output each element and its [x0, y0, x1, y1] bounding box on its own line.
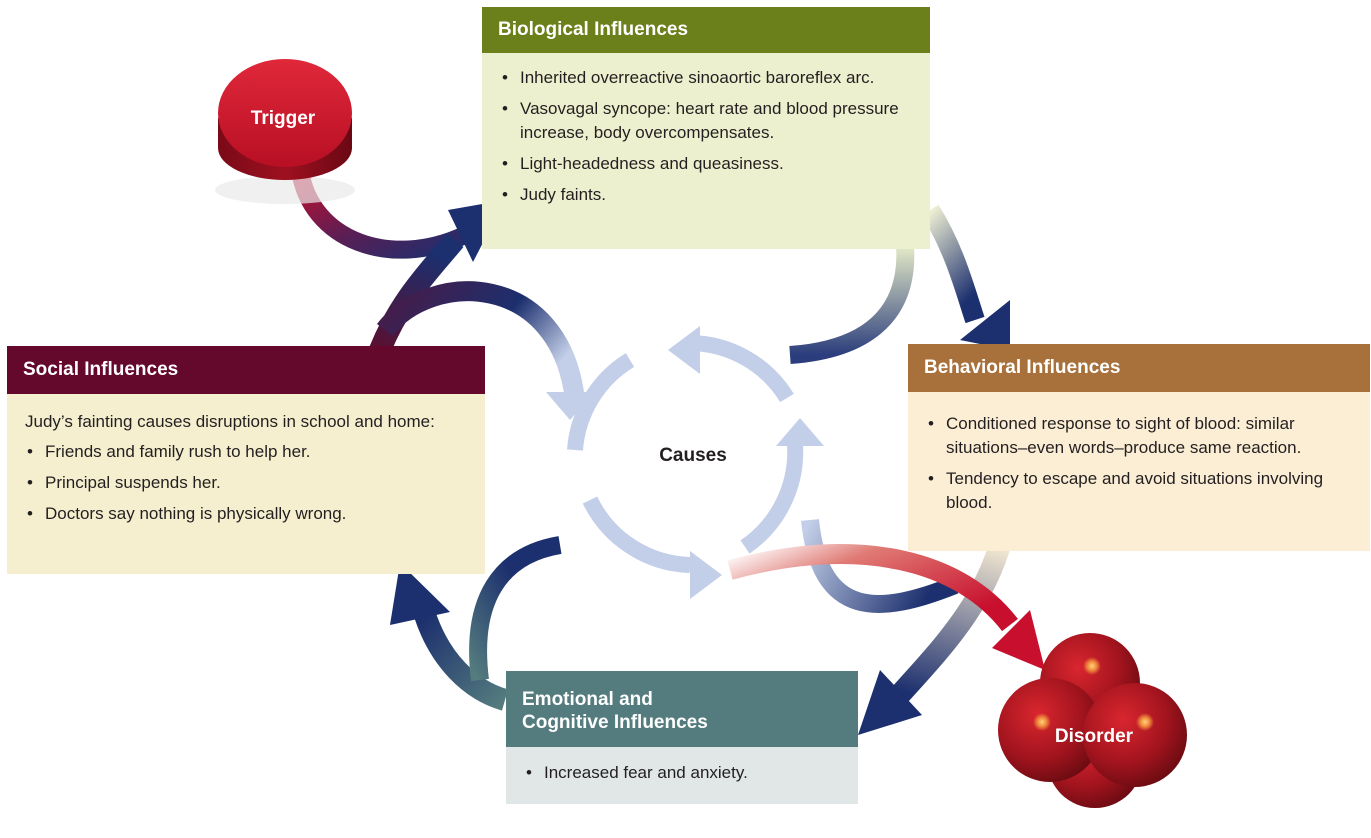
center-arrow-top [689, 335, 794, 403]
behavioral-influences-title: Behavioral Influences [908, 344, 1370, 392]
behavioral-influences-body: Conditioned response to sight of blood: … [908, 392, 1370, 551]
social-influences-list: Friends and family rush to help her. Pri… [25, 440, 469, 526]
list-item: Conditioned response to sight of blood: … [926, 412, 1354, 460]
list-item: Doctors say nothing is physically wrong. [25, 502, 469, 526]
list-item: Tendency to escape and avoid situations … [926, 467, 1354, 515]
disorder-arrowhead [992, 610, 1045, 670]
list-item: Inherited overreactive sinoaortic barore… [500, 66, 914, 90]
disorder-node: Disorder [998, 633, 1187, 808]
emotional-influences-list: Increased fear and anxiety. [524, 761, 842, 785]
behavioral-to-emotional-arrowhead [858, 670, 922, 735]
emotional-title-line1: Emotional and [522, 689, 653, 710]
social-influences-box: Social Influences Judy’s fainting causes… [7, 346, 485, 574]
list-item: Judy faints. [500, 183, 914, 207]
bio-to-behavioral-arrow [921, 204, 985, 324]
bio-inner-arrow [789, 244, 915, 364]
behavioral-influences-box: Behavioral Influences Conditioned respon… [908, 344, 1370, 551]
social-influences-intro: Judy’s fainting causes disruptions in sc… [25, 412, 435, 431]
social-inner-arrow [377, 281, 585, 402]
center-arrow-right [740, 444, 804, 554]
bio-to-behavioral-arrowhead [960, 300, 1010, 350]
biological-influences-list: Inherited overreactive sinoaortic barore… [500, 66, 914, 207]
causes-label: Causes [659, 445, 727, 466]
emotional-cognitive-influences-body: Increased fear and anxiety. [506, 747, 858, 804]
list-item: Increased fear and anxiety. [524, 761, 842, 785]
social-to-bio-arrow [369, 232, 464, 355]
emotional-to-social-arrow [414, 611, 509, 711]
trigger-node-top [218, 59, 352, 167]
biological-influences-box: Biological Influences Inherited overreac… [482, 7, 930, 249]
list-item: Vasovagal syncope: heart rate and blood … [500, 97, 914, 145]
behavioral-to-emotional-arrow [886, 522, 1016, 708]
emotional-cognitive-influences-box: Emotional and Cognitive Influences Incre… [506, 671, 858, 804]
behavioral-influences-list: Conditioned response to sight of blood: … [926, 412, 1354, 515]
center-cycle-arrows [567, 335, 804, 573]
emotional-to-social-arrowhead [390, 563, 450, 625]
trigger-node: Trigger [215, 59, 355, 204]
center-arrow-bottom [582, 496, 691, 573]
emotional-cognitive-influences-title: Emotional and Cognitive Influences [506, 671, 858, 747]
list-item: Friends and family rush to help her. [25, 440, 469, 464]
social-influences-body: Judy’s fainting causes disruptions in sc… [7, 394, 485, 574]
biological-influences-title: Biological Influences [482, 7, 930, 53]
disorder-arrow [727, 544, 1018, 632]
social-influences-title: Social Influences [7, 346, 485, 394]
trigger-label: Trigger [251, 108, 316, 129]
biological-influences-body: Inherited overreactive sinoaortic barore… [482, 53, 930, 249]
list-item: Principal suspends her. [25, 471, 469, 495]
emotional-title-line2: Cognitive Influences [522, 712, 708, 733]
list-item: Light-headedness and queasiness. [500, 152, 914, 176]
disorder-label: Disorder [1055, 726, 1134, 747]
center-arrow-left [567, 353, 635, 451]
emotional-inner-arrow [469, 536, 562, 682]
